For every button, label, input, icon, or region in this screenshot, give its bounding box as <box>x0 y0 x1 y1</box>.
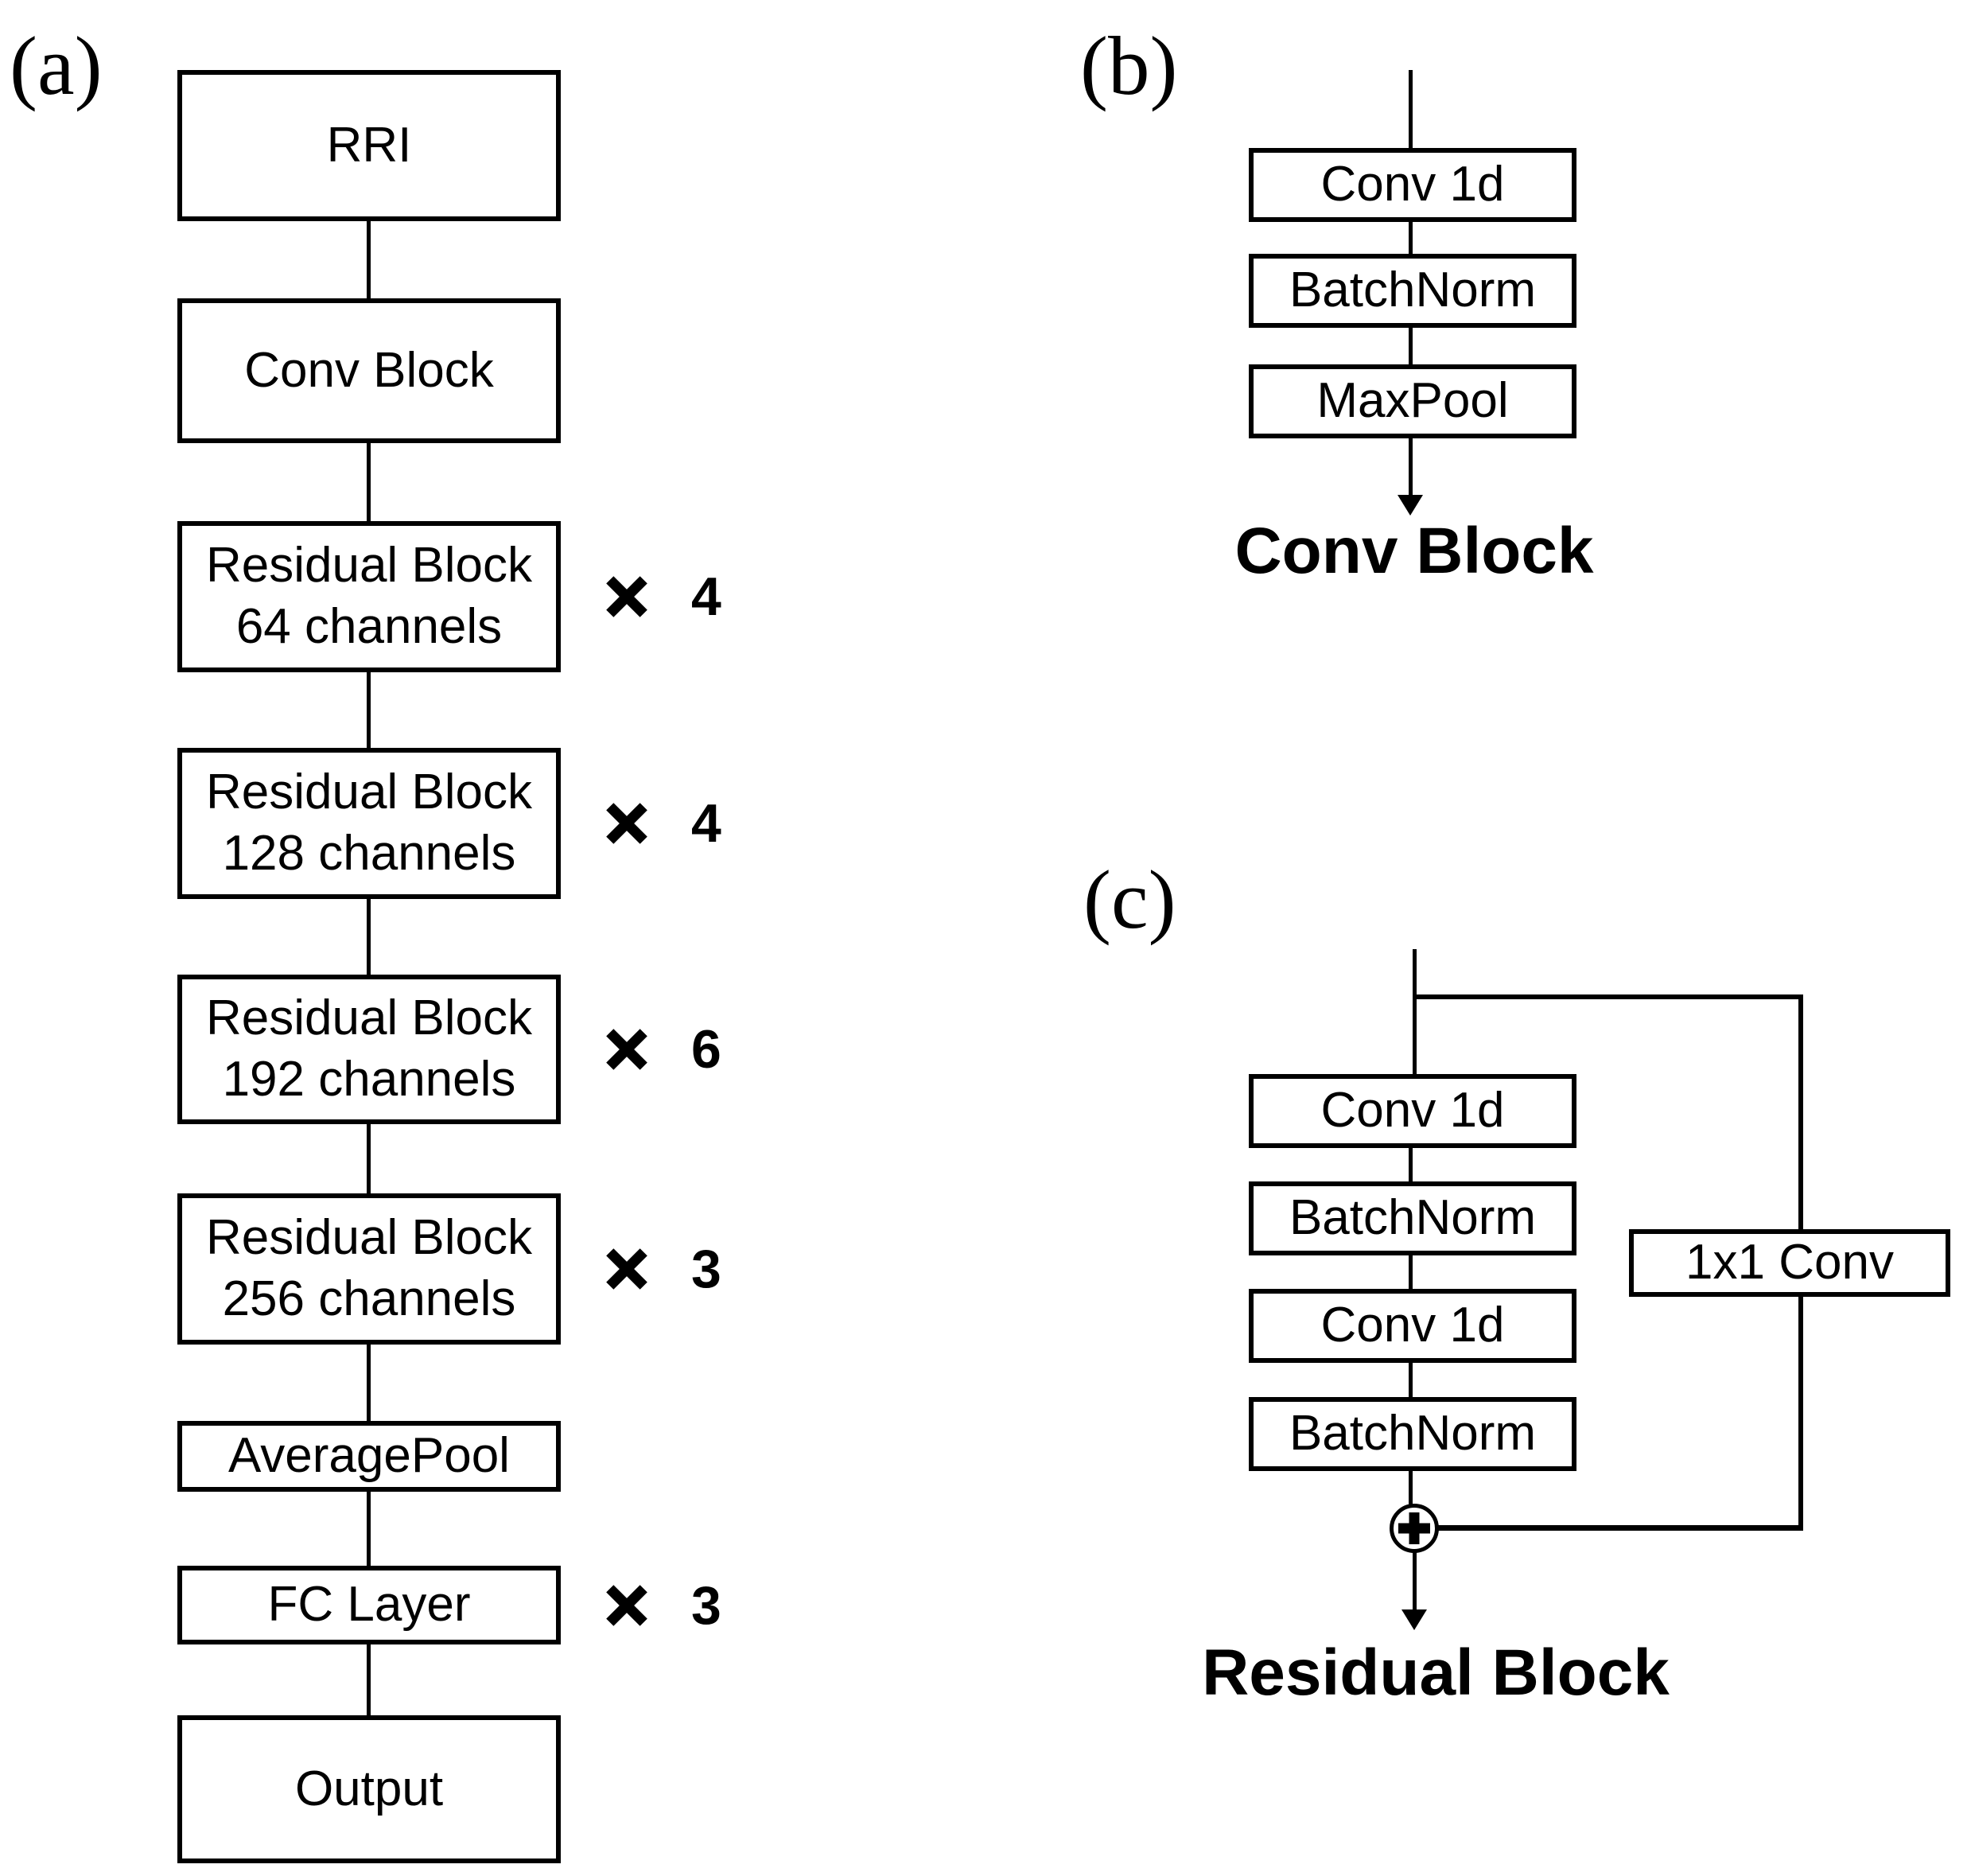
box-c-batchnorm-2: BatchNorm <box>1249 1397 1576 1471</box>
skip-branch-line <box>1798 1295 1803 1530</box>
connector-line <box>367 897 371 976</box>
connector-line <box>367 671 371 749</box>
box-label: BatchNorm <box>1289 1190 1537 1246</box>
connector-line <box>1409 220 1413 255</box>
box-1x1-conv: 1x1 Conv <box>1629 1229 1950 1297</box>
box-conv-block: Conv Block <box>177 298 561 443</box>
box-residual-64: Residual Block 64 channels <box>177 521 561 672</box>
box-label: 1x1 Conv <box>1685 1235 1894 1290</box>
box-label: Conv 1d <box>1320 1298 1505 1353</box>
skip-branch-line <box>1798 994 1803 1231</box>
times-icon <box>606 576 647 617</box>
connector-line <box>1409 326 1413 366</box>
box-label: BatchNorm <box>1289 263 1537 318</box>
box-label: FC Layer <box>267 1577 471 1633</box>
connector-line <box>1409 1361 1413 1399</box>
box-label: Output <box>294 1761 444 1816</box>
multiplier-residual-128: 4 <box>606 793 721 854</box>
connector-line <box>367 1643 371 1717</box>
multiplier-fc-layer: 3 <box>606 1575 721 1636</box>
connector-line <box>367 220 371 300</box>
box-label: Residual Block <box>205 991 533 1046</box>
box-b-maxpool: MaxPool <box>1249 364 1576 438</box>
output-arrow-line <box>1409 437 1413 496</box>
panel-a-label: (a) <box>10 19 103 112</box>
box-label: Residual Block <box>205 538 533 594</box>
box-label: Conv 1d <box>1320 157 1505 212</box>
box-c-conv1d-2: Conv 1d <box>1249 1289 1576 1363</box>
panel-b-label: (b) <box>1080 19 1178 112</box>
add-node-icon <box>1390 1504 1439 1553</box>
box-label: 256 channels <box>222 1271 516 1326</box>
box-label: Conv Block <box>244 342 494 398</box>
arrow-down-icon <box>1398 495 1423 516</box>
residual-block-title: Residual Block <box>1202 1637 1670 1709</box>
multiplier-value: 4 <box>691 793 721 854</box>
skip-merge-line <box>1436 1525 1803 1531</box>
box-label: MaxPool <box>1316 373 1509 429</box>
times-icon <box>606 1248 647 1290</box>
box-output: Output <box>177 1715 561 1863</box>
box-label: 128 channels <box>222 826 516 881</box>
multiplier-residual-64: 4 <box>606 566 721 627</box>
box-b-conv1d: Conv 1d <box>1249 148 1576 222</box>
box-averagepool: AveragePool <box>177 1421 561 1492</box>
connector-line <box>1409 1146 1413 1183</box>
box-c-batchnorm-1: BatchNorm <box>1249 1181 1576 1255</box>
connector-line <box>367 442 371 523</box>
box-c-conv1d-1: Conv 1d <box>1249 1074 1576 1148</box>
connector-line <box>1409 1254 1413 1290</box>
box-label: Residual Block <box>205 765 533 820</box>
times-icon <box>606 1029 647 1070</box>
multiplier-value: 3 <box>691 1239 721 1299</box>
box-rri: RRI <box>177 70 561 221</box>
multiplier-value: 6 <box>691 1019 721 1080</box>
box-label: BatchNorm <box>1289 1406 1537 1461</box>
skip-branch-line <box>1414 994 1803 999</box>
box-label: AveragePool <box>228 1428 510 1484</box>
multiplier-value: 3 <box>691 1575 721 1636</box>
box-residual-192: Residual Block 192 channels <box>177 975 561 1124</box>
conv-block-title: Conv Block <box>1234 515 1594 587</box>
connector-line <box>1409 70 1413 151</box>
connector-line <box>367 1123 371 1195</box>
box-label: RRI <box>326 117 412 173</box>
box-residual-128: Residual Block 128 channels <box>177 748 561 899</box>
multiplier-residual-256: 3 <box>606 1239 721 1299</box>
multiplier-value: 4 <box>691 566 721 627</box>
box-label: 192 channels <box>222 1052 516 1107</box>
multiplier-residual-192: 6 <box>606 1019 721 1080</box>
box-residual-256: Residual Block 256 channels <box>177 1193 561 1345</box>
box-b-batchnorm: BatchNorm <box>1249 254 1576 328</box>
connector-line <box>1413 949 1417 1076</box>
connector-line <box>367 1490 371 1567</box>
box-label: Residual Block <box>205 1210 533 1266</box>
panel-c-label: (c) <box>1083 853 1176 946</box>
box-label: 64 channels <box>235 599 503 654</box>
box-fc-layer: FC Layer <box>177 1566 561 1644</box>
connector-line <box>367 1343 371 1423</box>
times-icon <box>606 1585 647 1626</box>
times-icon <box>606 803 647 844</box>
output-arrow-line <box>1413 1551 1417 1611</box>
connector-line <box>1409 1469 1413 1506</box>
arrow-down-icon <box>1401 1609 1427 1630</box>
box-label: Conv 1d <box>1320 1083 1505 1138</box>
